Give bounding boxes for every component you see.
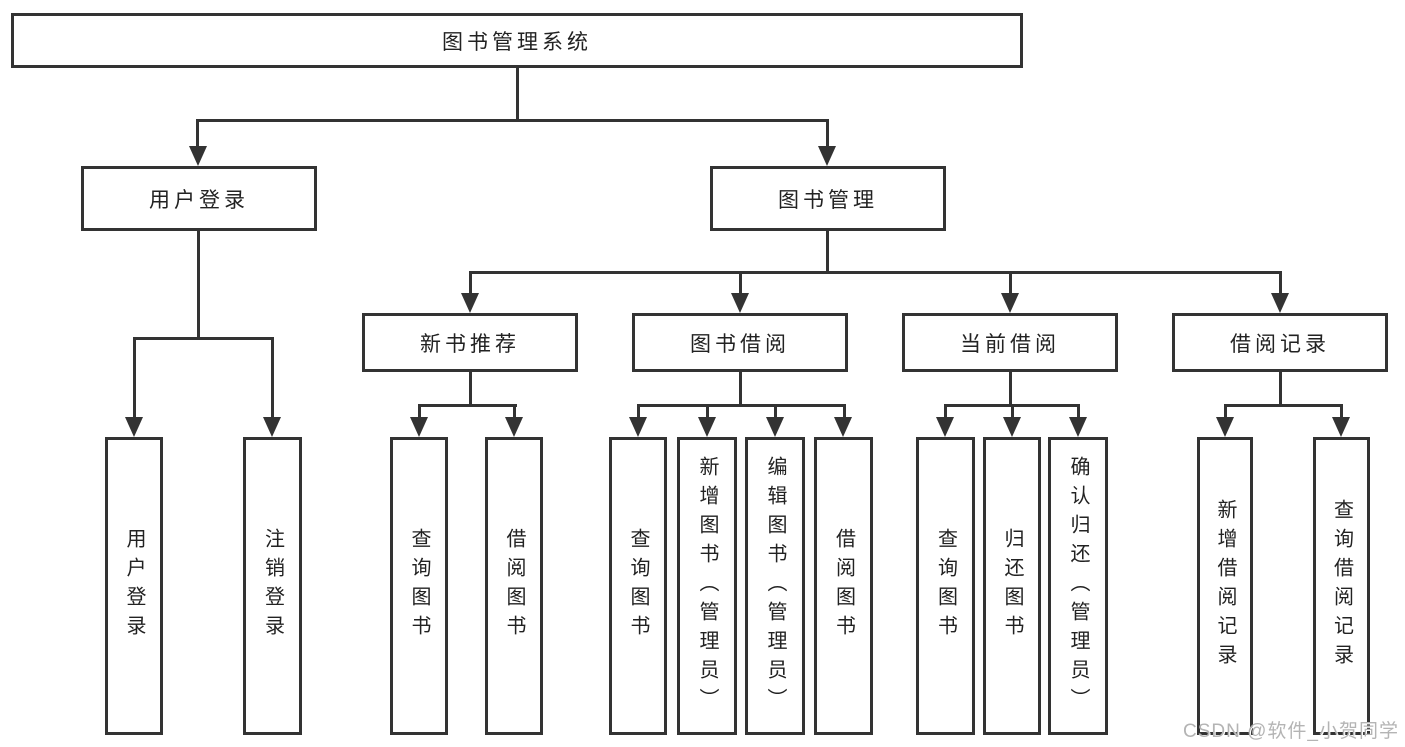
arrow-down-icon <box>766 417 784 437</box>
connector-line <box>196 119 829 122</box>
connector-line <box>516 68 519 120</box>
leaf-user-login: 用户登录 <box>105 437 163 735</box>
node-label: 确认归还（管理员） <box>1067 455 1089 717</box>
arrow-down-icon <box>731 293 749 313</box>
connector-line <box>739 372 742 405</box>
leaf-borrow-books-1: 借阅图书 <box>485 437 543 735</box>
connector-line <box>774 404 777 417</box>
node-book-management: 图书管理 <box>710 166 946 231</box>
connector-line <box>133 337 136 417</box>
arrow-down-icon <box>505 417 523 437</box>
leaf-confirm-return-admin: 确认归还（管理员） <box>1048 437 1108 735</box>
leaf-return-books: 归还图书 <box>983 437 1041 735</box>
connector-line <box>1009 372 1012 405</box>
connector-line <box>1340 404 1343 417</box>
connector-line <box>418 404 517 407</box>
node-label: 查询图书 <box>408 528 430 644</box>
connector-line <box>944 404 947 417</box>
connector-line <box>1009 271 1012 293</box>
connector-line <box>418 404 421 417</box>
connector-line <box>637 404 640 417</box>
arrow-down-icon <box>834 417 852 437</box>
connector-line <box>469 271 472 293</box>
node-label: 查询图书 <box>934 528 957 644</box>
node-label: 编辑图书（管理员） <box>764 455 786 717</box>
node-label: 图书借阅 <box>690 332 790 356</box>
node-label: 用户登录 <box>123 528 145 644</box>
arrow-down-icon <box>1003 417 1021 437</box>
node-label: 图书管理系统 <box>442 30 592 54</box>
connector-line <box>739 271 742 293</box>
leaf-query-books-2: 查询图书 <box>609 437 667 735</box>
node-root-library-system: 图书管理系统 <box>11 13 1023 68</box>
node-current-borrow: 当前借阅 <box>902 313 1118 372</box>
node-label: 借阅记录 <box>1230 332 1330 356</box>
arrow-down-icon <box>1069 417 1087 437</box>
connector-line <box>197 231 200 337</box>
node-label: 查询借阅记录 <box>1330 499 1353 673</box>
leaf-logout-login: 注销登录 <box>243 437 302 735</box>
leaf-add-borrow-record: 新增借阅记录 <box>1197 437 1253 735</box>
arrow-down-icon <box>189 146 207 166</box>
connector-line <box>133 337 274 340</box>
connector-line <box>843 404 846 417</box>
connector-line <box>1224 404 1227 417</box>
leaf-borrow-books-2: 借阅图书 <box>814 437 873 735</box>
watermark: CSDN @软件_小贺同学 <box>1183 721 1399 742</box>
node-label: 新增图书（管理员） <box>696 455 718 717</box>
arrow-down-icon <box>1332 417 1350 437</box>
leaf-query-books-1: 查询图书 <box>390 437 448 735</box>
node-label: 用户登录 <box>149 188 249 212</box>
node-label: 查询图书 <box>627 528 649 644</box>
connector-line <box>826 231 829 272</box>
node-new-book-recommend: 新书推荐 <box>362 313 578 372</box>
connector-line <box>1224 404 1343 407</box>
node-user-login: 用户登录 <box>81 166 317 231</box>
connector-line <box>1011 404 1014 417</box>
connector-line <box>271 337 274 417</box>
arrow-down-icon <box>936 417 954 437</box>
leaf-edit-book-admin: 编辑图书（管理员） <box>745 437 805 735</box>
connector-line <box>469 271 1281 274</box>
connector-line <box>469 372 472 405</box>
connector-line <box>706 404 709 417</box>
arrow-down-icon <box>125 417 143 437</box>
arrow-down-icon <box>410 417 428 437</box>
node-label: 新书推荐 <box>420 332 520 356</box>
node-book-borrow: 图书借阅 <box>632 313 848 372</box>
arrow-down-icon <box>629 417 647 437</box>
connector-line <box>196 119 199 148</box>
connector-line <box>1279 271 1282 293</box>
arrow-down-icon <box>461 293 479 313</box>
node-borrow-records: 借阅记录 <box>1172 313 1388 372</box>
connector-line <box>513 404 516 417</box>
node-label: 新增借阅记录 <box>1214 499 1236 673</box>
connector-line <box>637 404 846 407</box>
node-label: 注销登录 <box>261 528 284 644</box>
arrow-down-icon <box>818 146 836 166</box>
node-label: 借阅图书 <box>503 528 525 644</box>
arrow-down-icon <box>698 417 716 437</box>
arrow-down-icon <box>1001 293 1019 313</box>
leaf-query-borrow-record: 查询借阅记录 <box>1313 437 1370 735</box>
arrow-down-icon <box>263 417 281 437</box>
arrow-down-icon <box>1216 417 1234 437</box>
arrow-down-icon <box>1271 293 1289 313</box>
node-label: 借阅图书 <box>832 528 855 644</box>
node-label: 当前借阅 <box>960 332 1060 356</box>
connector-line <box>826 119 829 148</box>
node-label: 归还图书 <box>1001 528 1023 644</box>
connector-line <box>1077 404 1080 417</box>
connector-line <box>1279 372 1282 405</box>
node-label: 图书管理 <box>778 188 878 212</box>
leaf-add-book-admin: 新增图书（管理员） <box>677 437 737 735</box>
leaf-query-books-3: 查询图书 <box>916 437 975 735</box>
